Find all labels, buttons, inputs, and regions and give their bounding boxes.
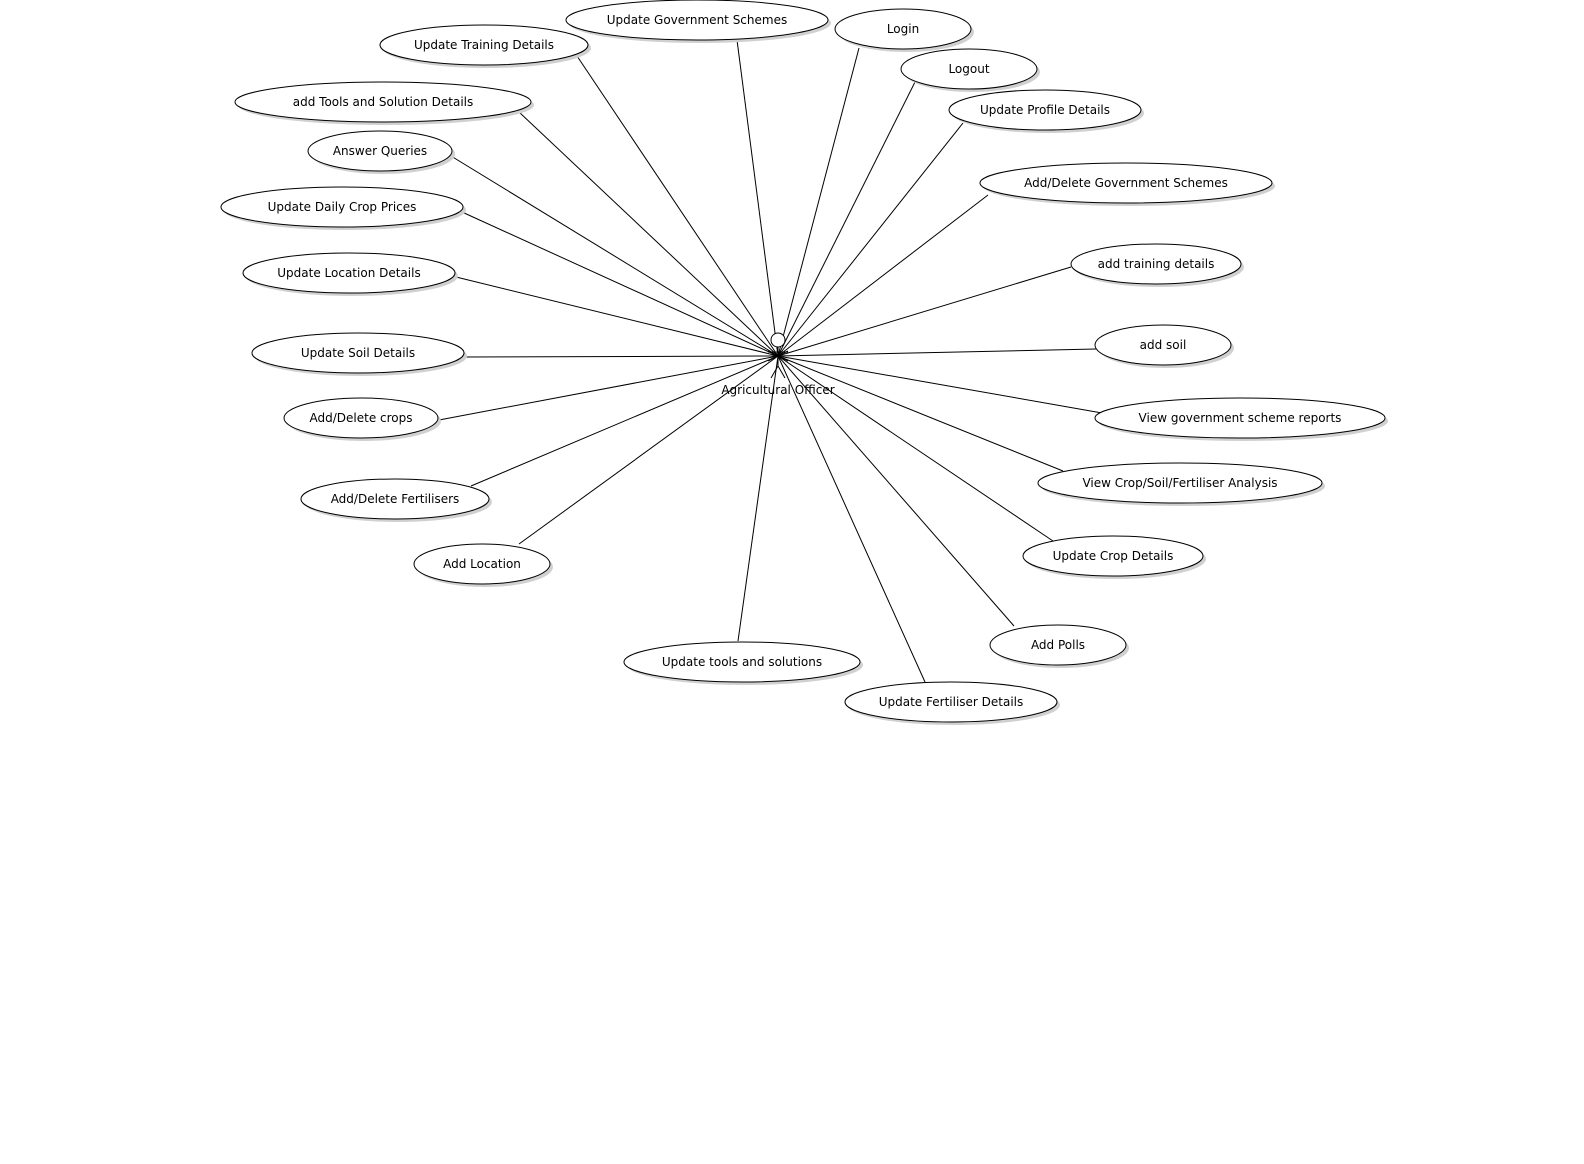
association-add-soil — [777, 348, 1097, 357]
use-case-update-soil-details[interactable]: Update Soil Details — [251, 332, 467, 376]
use-case-update-daily-crop-prices[interactable]: Update Daily Crop Prices — [220, 186, 466, 230]
use-case-label: Add/Delete Government Schemes — [1024, 176, 1228, 190]
use-cases: Update Government SchemesLoginLogoutUpda… — [220, 0, 1388, 725]
actor-agricultural-officer[interactable]: Agricultural Officer — [721, 332, 835, 397]
use-case-ellipse — [1094, 324, 1232, 366]
use-case-label: Add Location — [443, 557, 521, 571]
use-case-label: View Crop/Soil/Fertiliser Analysis — [1082, 476, 1277, 490]
use-case-label: Update Daily Crop Prices — [268, 200, 417, 214]
use-case-ellipse — [1094, 397, 1386, 439]
use-case-ellipse — [948, 89, 1142, 131]
association-update-government-schemes — [736, 39, 779, 357]
association-add-location — [518, 355, 779, 545]
use-case-add-location[interactable]: Add Location — [413, 543, 553, 587]
use-case-update-profile-details[interactable]: Update Profile Details — [948, 89, 1144, 133]
use-case-update-crop-details[interactable]: Update Crop Details — [1022, 535, 1206, 579]
use-case-ellipse — [1022, 535, 1204, 577]
use-case-ellipse — [307, 130, 453, 172]
use-case-ellipse — [283, 397, 439, 439]
use-case-add-delete-fertilisers[interactable]: Add/Delete Fertilisers — [300, 478, 492, 522]
association-logout — [777, 81, 916, 357]
use-case-ellipse — [834, 8, 972, 50]
use-case-ellipse — [379, 24, 589, 66]
association-add-delete-fertilisers — [470, 355, 779, 487]
use-case-update-location-details[interactable]: Update Location Details — [242, 252, 458, 296]
use-case-label: Update Training Details — [414, 38, 554, 52]
association-add-tools-and-solution-details — [518, 111, 779, 357]
association-add-delete-crops — [438, 355, 779, 421]
use-case-ellipse — [220, 186, 464, 228]
actor-label: Agricultural Officer — [721, 383, 834, 397]
use-case-update-fertiliser-details[interactable]: Update Fertiliser Details — [844, 681, 1060, 725]
use-case-ellipse — [900, 48, 1038, 90]
use-case-label: add soil — [1140, 338, 1187, 352]
use-case-update-training-details[interactable]: Update Training Details — [379, 24, 591, 68]
use-case-ellipse — [565, 0, 829, 41]
use-case-view-crop-soil-fertiliser-analysis[interactable]: View Crop/Soil/Fertiliser Analysis — [1037, 462, 1325, 506]
use-case-add-delete-government-schemes[interactable]: Add/Delete Government Schemes — [979, 162, 1275, 206]
use-case-update-tools-and-solutions[interactable]: Update tools and solutions — [623, 641, 863, 685]
use-case-ellipse — [989, 624, 1127, 666]
use-case-ellipse — [300, 478, 490, 520]
use-case-add-training-details[interactable]: add training details — [1070, 243, 1244, 287]
use-case-update-government-schemes[interactable]: Update Government Schemes — [565, 0, 831, 43]
use-case-label: Add Polls — [1031, 638, 1085, 652]
use-case-add-delete-crops[interactable]: Add/Delete crops — [283, 397, 441, 441]
association-update-profile-details — [777, 122, 964, 357]
association-answer-queries — [450, 155, 779, 357]
association-update-training-details — [576, 55, 779, 357]
use-case-label: Logout — [948, 62, 989, 76]
use-case-label: Answer Queries — [333, 144, 427, 158]
association-lines — [438, 39, 1103, 683]
association-add-delete-government-schemes — [777, 194, 989, 357]
use-case-ellipse — [234, 81, 532, 123]
use-case-ellipse — [1037, 462, 1323, 504]
use-case-label: Login — [887, 22, 919, 36]
use-case-label: add training details — [1098, 257, 1215, 271]
association-update-fertiliser-details — [777, 355, 926, 683]
association-update-soil-details — [463, 355, 779, 358]
use-case-label: Update tools and solutions — [662, 655, 822, 669]
use-case-label: Update Profile Details — [980, 103, 1110, 117]
use-case-answer-queries[interactable]: Answer Queries — [307, 130, 455, 174]
use-case-label: Add/Delete Fertilisers — [331, 492, 460, 506]
use-case-logout[interactable]: Logout — [900, 48, 1040, 92]
use-case-label: Update Government Schemes — [607, 13, 787, 27]
actor-head — [770, 332, 786, 348]
actor-left-leg — [770, 365, 779, 379]
association-add-training-details — [777, 266, 1072, 357]
use-case-ellipse — [242, 252, 456, 294]
association-add-polls — [777, 355, 1015, 627]
use-case-add-polls[interactable]: Add Polls — [989, 624, 1129, 668]
use-case-label: Add/Delete crops — [310, 411, 413, 425]
actor-right-leg — [777, 365, 786, 379]
use-case-add-tools-and-solution-details[interactable]: add Tools and Solution Details — [234, 81, 534, 125]
use-case-ellipse — [844, 681, 1058, 723]
use-case-label: Update Crop Details — [1053, 549, 1174, 563]
association-update-location-details — [455, 276, 779, 357]
association-update-crop-details — [777, 355, 1054, 542]
association-update-daily-crop-prices — [461, 211, 779, 357]
use-case-ellipse — [1070, 243, 1242, 285]
association-view-government-scheme-reports — [777, 355, 1103, 414]
association-view-crop-soil-fertiliser-analysis — [777, 355, 1064, 472]
use-case-ellipse — [623, 641, 861, 683]
use-case-label: add Tools and Solution Details — [293, 95, 473, 109]
use-case-add-soil[interactable]: add soil — [1094, 324, 1234, 368]
use-case-ellipse — [979, 162, 1273, 204]
use-case-ellipse — [413, 543, 551, 585]
use-case-ellipse — [251, 332, 465, 374]
use-case-label: View government scheme reports — [1139, 411, 1342, 425]
use-case-label: Update Fertiliser Details — [879, 695, 1024, 709]
use-case-label: Update Location Details — [277, 266, 420, 280]
use-case-label: Update Soil Details — [301, 346, 415, 360]
association-update-tools-and-solutions — [737, 355, 779, 642]
use-case-login[interactable]: Login — [834, 8, 974, 52]
association-login — [777, 47, 860, 357]
use-case-view-government-scheme-reports[interactable]: View government scheme reports — [1094, 397, 1388, 441]
